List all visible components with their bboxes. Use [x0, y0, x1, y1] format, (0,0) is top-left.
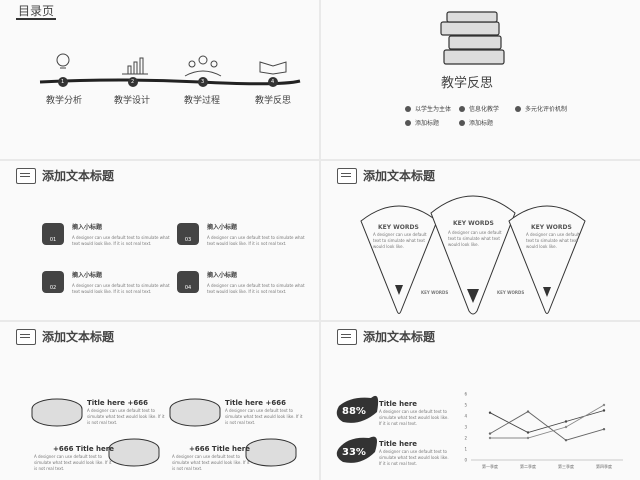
- series-point: [488, 436, 492, 440]
- drop-text-2: A designer can use default text to simul…: [448, 230, 502, 247]
- x-tick-label: 第四季度: [596, 463, 612, 469]
- page-title: 目录页: [18, 4, 55, 18]
- board-icon: [16, 328, 36, 345]
- series-line-3: [490, 404, 605, 439]
- slide-header: 添加文本标题: [337, 167, 435, 184]
- slide-drops[interactable]: 添加文本标题 KEY WORDS A designer can use defa…: [321, 161, 640, 320]
- drop-text-1: A designer can use default text to simul…: [373, 232, 427, 249]
- globe-icon: 03: [177, 223, 199, 245]
- line-chart: 0 1 2 3 4 5 6 第一季度 第二季度 第三季度 第四季度: [464, 392, 623, 469]
- slide-reflection[interactable]: 教学反思 以学生为主体 信息化教学 多元化评价机制 添加标题 添加标题: [321, 0, 640, 159]
- y-tick-label: 1: [464, 447, 467, 452]
- step-num-2: 2: [131, 79, 135, 85]
- drop-text-3: A designer can use default text to simul…: [526, 232, 580, 249]
- bullet-4: 添加标题: [405, 118, 439, 127]
- pies-graphic: [31, 398, 297, 467]
- slide-contents[interactable]: 目录页 教学分析 教学设计 教学过程 教学反思 1 2 3 4: [0, 0, 319, 159]
- section-title: 教学反思: [441, 76, 494, 91]
- slide-icon-list[interactable]: 添加文本标题 01 摘入小标题 A designer can use defau…: [0, 161, 319, 320]
- item-text-4: A designer can use default text to simul…: [207, 283, 305, 294]
- pie-title-2: Title here +666: [225, 399, 286, 407]
- blobs-graphic: [336, 395, 379, 463]
- series-point: [602, 403, 606, 407]
- pie-title-1: Title here +666: [87, 399, 148, 407]
- step-label-3: 教学过程: [184, 96, 221, 106]
- bullet-3: 多元化评价机制: [515, 104, 567, 113]
- x-tick-label: 第一季度: [482, 463, 498, 469]
- drop-keyword-3: KEY WORDS: [531, 224, 572, 231]
- item-text-2: A designer can use default text to simul…: [72, 283, 170, 294]
- series-point: [602, 428, 606, 431]
- pie-title-4: +666 Title here: [189, 445, 250, 453]
- step-label-2: 教学设计: [114, 96, 151, 106]
- y-tick-label: 5: [464, 403, 467, 408]
- series-point: [564, 439, 568, 442]
- step-num-3: 3: [201, 79, 205, 85]
- pie-text-1: A designer can use default text to simul…: [87, 408, 165, 425]
- books-icon: [440, 11, 505, 65]
- series-point: [564, 425, 568, 429]
- drops-graphic: [360, 195, 586, 315]
- slide-pies[interactable]: 添加文本标题 Title here +666 A designer can us…: [0, 322, 319, 480]
- item-title-1: 摘入小标题: [72, 224, 103, 231]
- series-point: [526, 436, 530, 440]
- slide-header: 添加文本标题: [337, 328, 435, 345]
- series-point: [526, 431, 530, 434]
- bullet-5: 添加标题: [459, 118, 493, 127]
- timeline-graphic: [39, 53, 301, 87]
- item-title-2: 摘入小标题: [72, 272, 103, 279]
- blob-title-1: Title here: [379, 400, 418, 408]
- pie-text-2: A designer can use default text to simul…: [225, 408, 303, 425]
- pie-text-4: A designer can use default text to simul…: [172, 454, 250, 471]
- title-underline: [16, 18, 56, 20]
- step-label-4: 教学反思: [255, 96, 292, 106]
- series-point: [488, 411, 492, 414]
- step-label-1: 教学分析: [46, 96, 83, 106]
- item-text-3: A designer can use default text to simul…: [207, 235, 305, 246]
- y-tick-label: 6: [464, 392, 467, 397]
- series-point: [526, 410, 530, 413]
- slide-header: 添加文本标题: [16, 167, 114, 184]
- series-point: [602, 409, 606, 412]
- item-text-1: A designer can use default text to simul…: [72, 235, 170, 246]
- pie-title-3: +666 Title here: [53, 445, 114, 453]
- item-title-3: 摘入小标题: [207, 224, 238, 231]
- blob-title-2: Title here: [379, 440, 418, 448]
- flask-icon: 02: [42, 271, 64, 293]
- drop-label-2: KEY WORDS: [497, 290, 525, 295]
- blob-pct-2: 33%: [342, 447, 366, 458]
- drop-keyword-1: KEY WORDS: [378, 224, 419, 231]
- step-num-4: 4: [271, 79, 275, 85]
- drop-keyword-2: KEY WORDS: [453, 220, 494, 227]
- board-icon: [337, 328, 357, 345]
- clock-icon: 01: [42, 223, 64, 245]
- y-tick-label: 3: [464, 425, 467, 430]
- blob-text-2: A designer can use default text to simul…: [379, 449, 449, 466]
- blob-pct-1: 88%: [342, 406, 366, 417]
- series-line-1: [489, 410, 605, 433]
- y-tick-label: 2: [464, 436, 467, 441]
- x-tick-label: 第二季度: [520, 463, 536, 469]
- board-icon: [337, 167, 357, 184]
- item-title-4: 摘入小标题: [207, 272, 238, 279]
- blob-text-1: A designer can use default text to simul…: [379, 409, 449, 426]
- slide-header: 添加文本标题: [16, 328, 114, 345]
- bullet-1: 以学生为主体: [405, 104, 451, 113]
- pie-text-3: A designer can use default text to simul…: [34, 454, 112, 471]
- x-tick-label: 第三季度: [558, 463, 574, 469]
- y-tick-label: 0: [464, 458, 467, 463]
- series-point: [564, 420, 568, 423]
- series-point: [488, 432, 492, 435]
- y-tick-label: 4: [464, 414, 467, 419]
- bullet-2: 信息化教学: [459, 104, 499, 113]
- series-line-2: [489, 411, 605, 441]
- board-icon: [16, 167, 36, 184]
- scissors-icon: 04: [177, 271, 199, 293]
- slide-chart[interactable]: 添加文本标题 88% Title here A designer can use…: [321, 322, 640, 480]
- drop-label-1: KEY WORDS: [421, 290, 449, 295]
- step-num-1: 1: [61, 79, 65, 85]
